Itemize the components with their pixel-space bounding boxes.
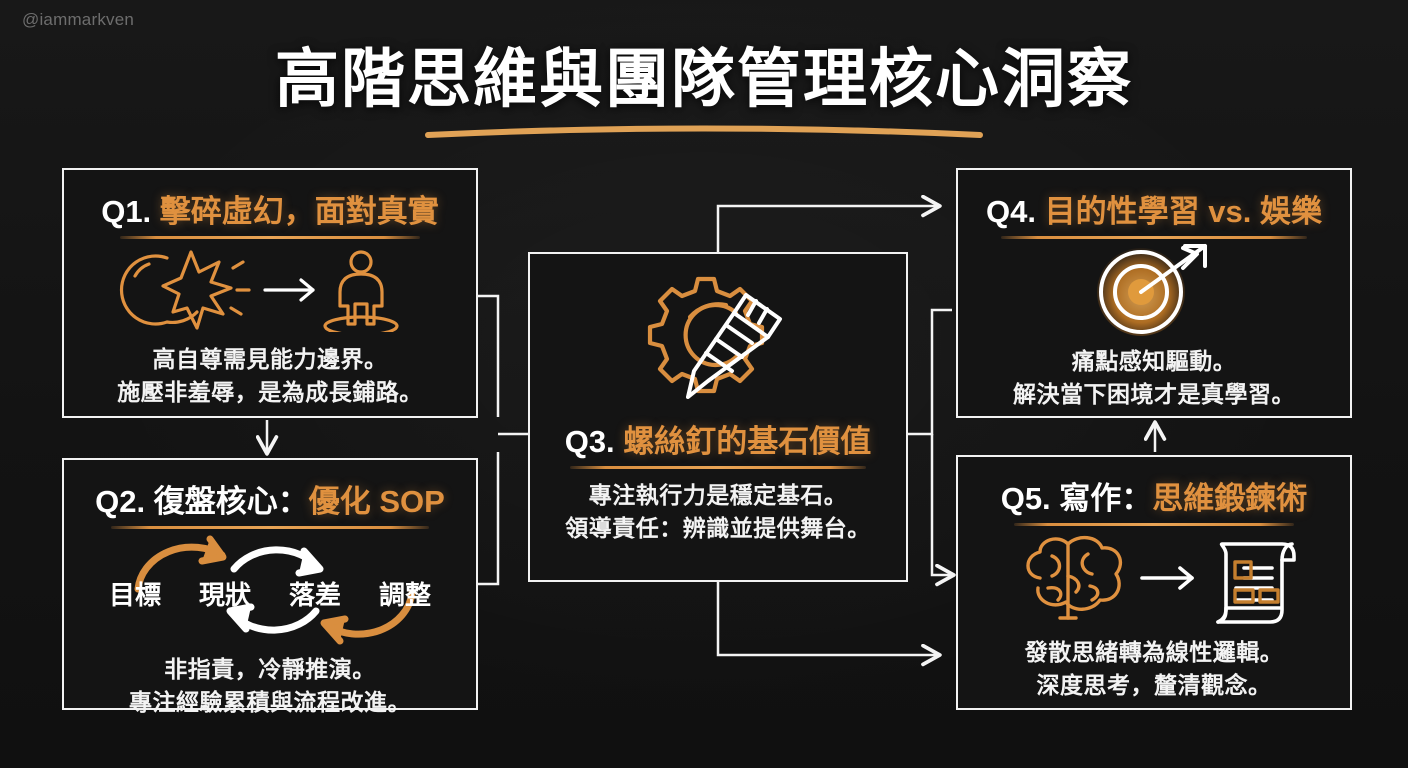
card-q5-label: Q5.	[1000, 481, 1051, 516]
card-q2[interactable]: Q2. 復盤核心：優化 SOP	[62, 458, 478, 715]
card-q1-body: 高自尊需見能力邊界。 施壓非羞辱，是為成長鋪路。	[64, 343, 476, 410]
card-q4-body-line1: 痛點感知驅動。	[1071, 348, 1237, 374]
card-q3-body-line1: 專注執行力是穩定基石。	[588, 482, 848, 508]
card-q5-title: 思維鍛鍊術	[1152, 481, 1308, 516]
card-q2-title: 優化 SOP	[308, 484, 445, 519]
card-q4-icon-row	[958, 241, 1350, 337]
card-q1-title: 擊碎虛幻，面對真實	[159, 194, 439, 229]
card-q1-heading: Q1. 擊碎虛幻，面對真實	[64, 170, 476, 239]
card-q5[interactable]: Q5. 寫作：思維鍛鍊術	[956, 455, 1352, 710]
card-q3-icon-row	[530, 266, 906, 416]
card-q3-heading: Q3. 螺絲釘的基石價值	[530, 416, 906, 469]
card-q1[interactable]: Q1. 擊碎虛幻，面對真實	[62, 168, 478, 418]
card-q2-cycle-labels: 目標 現狀 落差 調整	[64, 575, 476, 612]
card-q5-body-line2: 深度思考，釐清觀念。	[1036, 672, 1272, 699]
title-underline-swash	[425, 125, 983, 138]
card-q2-cycle: 目標 現狀 落差 調整	[64, 531, 476, 647]
card-q2-body-line2: 專注經驗累積與流程改進。	[129, 689, 411, 716]
card-q3-underline	[570, 466, 866, 469]
card-q5-body-line1: 發散思緒轉為線性邏輯。	[1024, 639, 1284, 665]
card-q4-heading: Q4. 目的性學習 vs. 娛樂	[958, 170, 1350, 239]
card-q4-title: 目的性學習 vs. 娛樂	[1044, 194, 1322, 229]
cycle-step-4: 調整	[379, 580, 432, 610]
card-q1-icon-row	[64, 243, 476, 335]
connector-q2-bracket	[478, 452, 500, 586]
card-q5-underline	[1014, 523, 1294, 526]
cycle-step-3: 落差	[289, 580, 342, 610]
card-q4-label: Q4.	[986, 194, 1036, 229]
card-q1-body-line1: 高自尊需見能力邊界。	[152, 346, 388, 372]
card-q3-body: 專注執行力是穩定基石。 領導責任：辨識並提供舞台。	[530, 479, 906, 546]
cycle-step-1: 目標	[108, 580, 161, 610]
card-q5-body: 發散思緒轉為線性邏輯。 深度思考，釐清觀念。	[958, 636, 1350, 703]
card-q3-label: Q3.	[564, 424, 615, 459]
card-q1-body-line2: 施壓非羞辱，是為成長鋪路。	[117, 379, 423, 406]
page-title: 高階思維與團隊管理核心洞察	[275, 43, 1133, 115]
target-bullseye-arrow-icon	[1097, 244, 1207, 336]
card-q2-heading: Q2. 復盤核心：優化 SOP	[64, 460, 476, 529]
feedback-cycle-icon	[134, 535, 416, 645]
connector-q1-bracket	[478, 294, 500, 417]
connector-q3-right-bracket	[908, 308, 952, 436]
card-q5-heading: Q5. 寫作：思維鍛鍊術	[958, 457, 1350, 526]
page-title-container: 高階思維與團隊管理核心洞察	[0, 43, 1408, 138]
card-q3-title: 螺絲釘的基石價值	[623, 424, 872, 459]
card-q2-label: Q2.	[95, 484, 146, 519]
card-q4-body-line2: 解決當下困境才是真學習。	[1013, 381, 1295, 408]
card-q5-title-plain: 寫作：	[1059, 481, 1153, 516]
connector-q3-right-lower	[930, 434, 956, 587]
bursting-bubble-to-person-icon	[119, 250, 399, 332]
card-q2-body-line1: 非指責，冷靜推演。	[164, 656, 376, 682]
card-q4[interactable]: Q4. 目的性學習 vs. 娛樂	[956, 168, 1352, 418]
cycle-step-2: 現狀	[198, 580, 251, 610]
brain-to-document-icon	[1026, 536, 1296, 624]
connector-q3-q4	[716, 194, 942, 252]
card-q2-body: 非指責，冷靜推演。 專注經驗累積與流程改進。	[64, 653, 476, 720]
connector-q3-q5	[716, 582, 942, 667]
card-q2-title-plain: 復盤核心：	[153, 484, 309, 519]
card-q3-body-line2: 領導責任：辨識並提供舞台。	[565, 515, 871, 542]
card-q5-icon-row	[958, 530, 1350, 630]
card-q2-underline	[111, 526, 429, 529]
card-q3[interactable]: Q3. 螺絲釘的基石價值 專注執行力是穩定基石。 領導責任：辨識並提供舞台。	[528, 252, 908, 582]
card-q4-body: 痛點感知驅動。 解決當下困境才是真學習。	[958, 345, 1350, 412]
gear-and-screw-icon	[647, 276, 782, 399]
watermark: @iammarkven	[22, 10, 135, 29]
card-q4-underline	[1001, 236, 1307, 239]
card-q1-underline	[120, 236, 420, 239]
card-q1-label: Q1.	[101, 194, 152, 229]
